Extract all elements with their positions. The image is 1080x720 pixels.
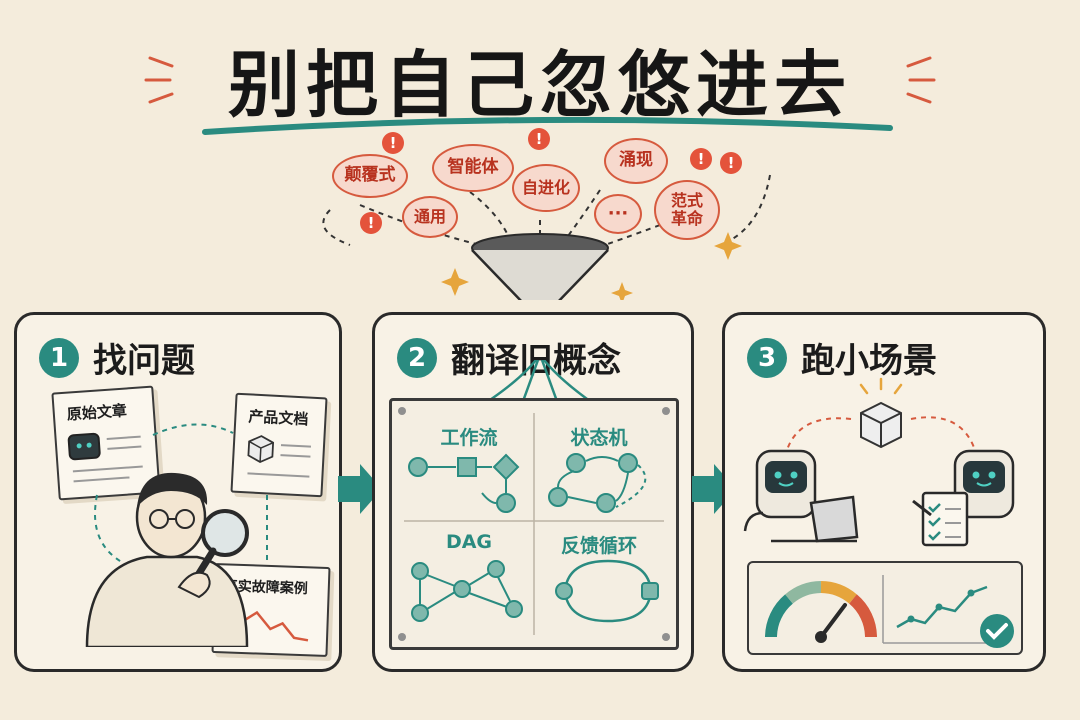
doc-connectors	[94, 423, 268, 566]
spark-lines-left	[144, 56, 174, 104]
state-machine-diagram-icon	[548, 453, 647, 513]
dashboard-graphics	[765, 575, 1014, 648]
right-arrow-icon	[338, 464, 382, 514]
concept-label-state-machine: 状态机	[570, 427, 628, 449]
board-grid	[398, 407, 670, 641]
panel-title: 跑小场景	[801, 341, 937, 381]
funnel-icon	[471, 233, 609, 300]
concept-board: 工作流 状态机 DAG 反馈循环	[389, 398, 679, 650]
robot-with-laptop-icon	[743, 449, 859, 543]
panel-run-small-scenario: 3 跑小场景	[722, 312, 1046, 672]
alert-icon: !	[528, 128, 550, 150]
buzzword-bubble: 范式 革命	[654, 180, 720, 240]
document-product-docs: 产品文档	[230, 392, 328, 498]
spark-lines-right	[906, 56, 936, 104]
step-number-badge: 3	[747, 337, 787, 378]
concept-label-feedback-loop: 反馈循环	[560, 535, 637, 557]
robot-with-clipboard-icon	[912, 449, 1015, 547]
dag-diagram-icon	[411, 560, 523, 622]
metrics-dashboard	[747, 561, 1023, 655]
robot-face-icon	[67, 432, 143, 483]
buzzword-bubble: 自进化	[512, 164, 580, 212]
check-circle-icon	[980, 614, 1014, 648]
sparkle-icons	[441, 232, 742, 300]
title-underline	[202, 116, 893, 135]
concept-label-workflow: 工作流	[440, 427, 498, 449]
alert-icon: !	[690, 148, 712, 170]
page-title: 别把自己忽悠进去	[227, 43, 852, 127]
buzzword-bubble: 通用	[402, 196, 458, 238]
alert-icon: !	[720, 152, 742, 174]
title-decorations	[144, 56, 936, 300]
panel-title: 找问题	[93, 341, 195, 381]
shared-cube-icon	[784, 377, 978, 458]
buzzword-bubble: ···	[594, 194, 642, 234]
panel-find-problem: 1 找问题 原始文章 产品文档 真实故障案例	[14, 312, 342, 672]
cube-icon	[247, 435, 312, 478]
gauge-icon	[765, 581, 877, 638]
buzzword-bubble: 涌现	[604, 138, 668, 184]
alert-icon: !	[360, 212, 382, 234]
step-number-badge: 2	[397, 337, 437, 378]
workflow-diagram-icon	[408, 453, 520, 513]
alert-icon: !	[382, 132, 404, 154]
buzzword-bubble: 颠覆式	[332, 154, 408, 198]
step-number-badge: 1	[39, 337, 79, 378]
document-original-article: 原始文章	[51, 385, 161, 501]
concept-label-dag: DAG	[445, 531, 493, 553]
feedback-loop-diagram-icon	[555, 559, 659, 623]
person-with-magnifier-icon	[85, 472, 249, 647]
buzzword-bubble: 智能体	[432, 144, 514, 192]
